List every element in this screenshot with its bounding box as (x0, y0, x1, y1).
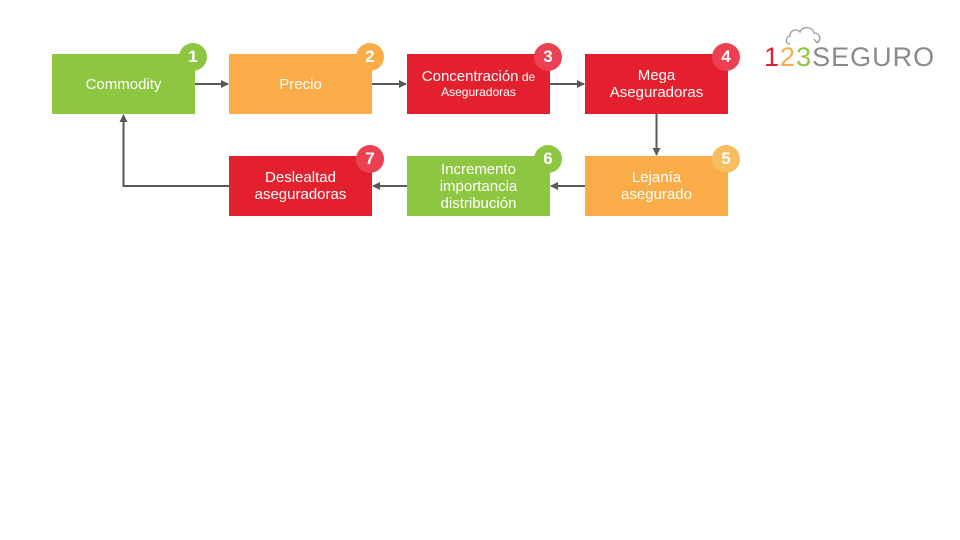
node-commodity: Commodity (52, 54, 195, 114)
step-badge-7: 7 (356, 145, 384, 173)
logo-digit-2: 2 (780, 42, 797, 72)
node-label-line: Deslealtad (265, 169, 336, 186)
step-badge-4: 4 (712, 43, 740, 71)
node-label-line: Aseguradoras (609, 84, 704, 101)
logo-word: SEGURO (812, 42, 936, 72)
node-label-line: Concentración (421, 68, 519, 85)
node-label-line: Aseguradoras (441, 85, 516, 99)
step-badge-2: 2 (356, 43, 384, 71)
cloud-icon (785, 26, 821, 45)
step-badge-3: 3 (534, 43, 562, 71)
step-badge-6: 6 (534, 145, 562, 173)
node-label-line: importancia (439, 177, 518, 195)
edges-layer (119, 80, 661, 190)
logo-wordmark: 123SEGURO (764, 42, 935, 72)
step-badge-5: 5 (712, 145, 740, 173)
node-label-line: Incremento (440, 160, 517, 178)
logo-digit-3: 3 (796, 42, 813, 72)
node-label-line: distribución (440, 194, 517, 212)
brand-logo: 123SEGURO (764, 24, 934, 74)
node-label-line: Precio (279, 75, 322, 93)
node-label-line: aseguradoras (254, 186, 347, 203)
step-badge-1: 1 (179, 43, 207, 71)
node-label-suffix: de (518, 70, 536, 84)
node-label-line: Mega (637, 67, 676, 84)
logo-digit-1: 1 (764, 42, 781, 72)
node-label-line: asegurado (621, 186, 692, 203)
node-label: Precio (279, 76, 322, 93)
node-label-line: Commodity (85, 75, 162, 93)
node-precio: Precio (229, 54, 372, 114)
node-label-line: Lejanía (631, 169, 682, 186)
arrow-deslealtad-to-commodity (119, 114, 229, 187)
node-label: Commodity (86, 76, 162, 93)
